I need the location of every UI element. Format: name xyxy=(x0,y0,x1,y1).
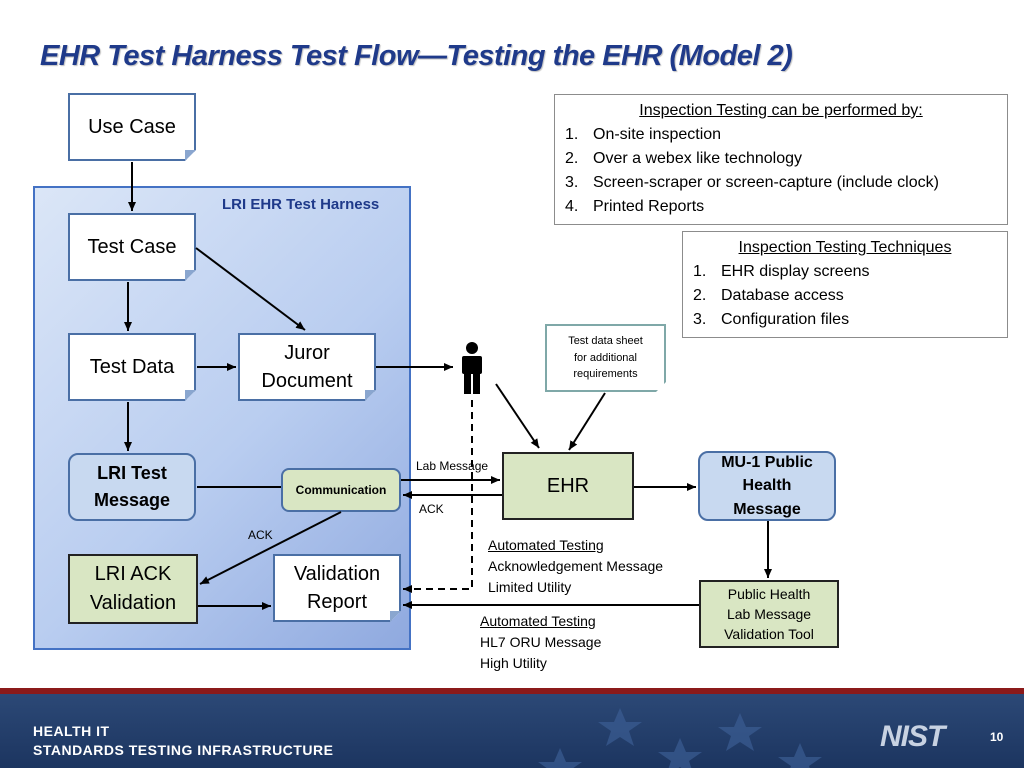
mu1-public-health-message-box: MU-1 Public Health Message xyxy=(698,451,836,521)
list-item: 3.Screen-scraper or screen-capture (incl… xyxy=(565,174,939,191)
tester-person-icon xyxy=(462,342,482,394)
lri-ack-validation-line2: Validation xyxy=(89,592,177,614)
inspection-techniques-box: Inspection Testing Techniques 1.EHR disp… xyxy=(682,231,1008,338)
juror-document-line2: Document xyxy=(261,370,353,392)
footer-banner xyxy=(0,688,1024,768)
arrow-datasheet-ehr xyxy=(568,392,606,451)
inspection-techniques-header: Inspection Testing Techniques xyxy=(738,239,952,256)
juror-document-box: Juror Document xyxy=(238,333,376,401)
dashed-tester-report xyxy=(403,400,473,593)
juror-document-line1: Juror xyxy=(284,342,330,364)
test-data-sheet-line1: Test data sheet xyxy=(568,335,643,348)
use-case-fold xyxy=(185,150,196,161)
lri-test-message-line1: LRI Test xyxy=(97,463,167,483)
page-number: 10 xyxy=(990,730,1004,744)
page-title: EHR Test Harness Test Flow—Testing the E… xyxy=(40,40,793,72)
list-item: 3.Configuration files xyxy=(693,311,850,328)
test-data-fold xyxy=(185,390,196,401)
lab-message-label: Lab Message xyxy=(416,459,489,473)
auto1-line2: Limited Utility xyxy=(488,579,572,595)
ehr-label: EHR xyxy=(546,475,590,497)
validation-report-line2: Report xyxy=(306,591,368,613)
inspection-performed-box: Inspection Testing can be performed by: … xyxy=(554,94,1008,225)
arrow-ack-validation xyxy=(199,511,342,585)
juror-document-fold xyxy=(365,390,376,401)
arrow-testcase-juror xyxy=(195,247,306,331)
list-item: 1.On-site inspection xyxy=(565,126,722,143)
auto2-line1: HL7 ORU Message xyxy=(480,634,602,650)
automated-testing-ack-annotation: Automated Testing Acknowledgement Messag… xyxy=(488,535,663,598)
list-item: 1.EHR display screens xyxy=(693,263,870,280)
test-data-sheet-note: Test data sheet for additional requireme… xyxy=(545,324,666,392)
arrow-tester-ehr xyxy=(495,383,540,449)
nist-logo: NIST xyxy=(880,720,945,753)
use-case-box: Use Case xyxy=(68,93,196,161)
mu1-line1: MU-1 Public xyxy=(721,454,813,472)
footer-star-decoration xyxy=(538,708,822,768)
test-data-box: Test Data xyxy=(68,333,196,401)
inspection-performed-header: Inspection Testing can be performed by: xyxy=(639,102,923,119)
auto2-line2: High Utility xyxy=(480,655,547,671)
test-data-sheet-line2: for additional xyxy=(574,351,637,364)
communication-label: Communication xyxy=(295,483,387,497)
phl-tool-line3: Validation Tool xyxy=(724,626,814,643)
mu1-line2: Health xyxy=(742,477,792,495)
lri-test-message-line2: Message xyxy=(93,490,171,510)
ehr-box: EHR xyxy=(502,452,634,520)
lri-test-message-box: LRI Test Message xyxy=(68,453,196,521)
phl-tool-line1: Public Health xyxy=(727,585,811,602)
validation-report-fold xyxy=(390,611,401,622)
communication-box: Communication xyxy=(281,468,401,512)
footer-program-name: HEALTH IT STANDARDS TESTING INFRASTRUCTU… xyxy=(33,722,333,760)
public-health-validation-tool-box: Public Health Lab Message Validation Too… xyxy=(699,580,839,648)
footer-stripe xyxy=(0,688,1024,694)
lri-ack-validation-line1: LRI ACK xyxy=(94,563,172,585)
footer-line2: STANDARDS TESTING INFRASTRUCTURE xyxy=(33,742,334,758)
list-item: 2.Over a webex like technology xyxy=(565,150,802,167)
phl-tool-line2: Lab Message xyxy=(726,605,812,622)
auto1-title: Automated Testing xyxy=(488,537,604,553)
use-case-label: Use Case xyxy=(88,116,176,138)
test-data-sheet-line3: requirements xyxy=(573,368,638,381)
auto2-title: Automated Testing xyxy=(480,613,596,629)
ack-left-label: ACK xyxy=(248,528,273,542)
test-data-label: Test Data xyxy=(89,356,175,378)
validation-report-line1: Validation xyxy=(293,563,381,585)
footer-line1: HEALTH IT xyxy=(33,723,110,739)
ack-right-label: ACK xyxy=(419,502,444,516)
lri-ack-validation-box: LRI ACK Validation xyxy=(68,554,198,624)
harness-label: LRI EHR Test Harness xyxy=(222,196,380,213)
validation-report-box: Validation Report xyxy=(273,554,401,622)
list-item: 2.Database access xyxy=(693,287,844,304)
mu1-line3: Message xyxy=(733,500,801,518)
test-case-label: Test Case xyxy=(87,236,177,258)
list-item: 4.Printed Reports xyxy=(565,198,705,215)
auto1-line1: Acknowledgement Message xyxy=(488,558,664,574)
automated-testing-oru-annotation: Automated Testing HL7 ORU Message High U… xyxy=(480,611,601,674)
test-case-fold xyxy=(185,270,196,281)
test-case-box: Test Case xyxy=(68,213,196,281)
